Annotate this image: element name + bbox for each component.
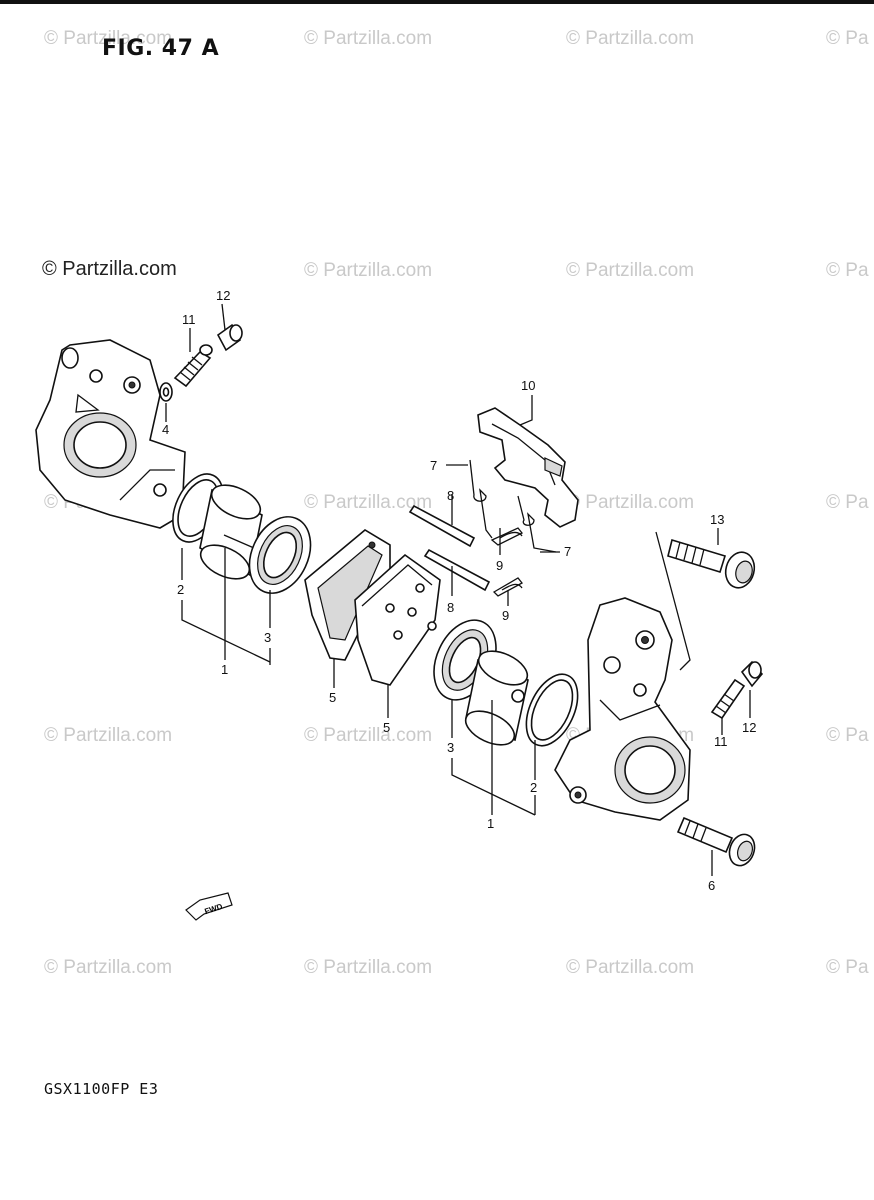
brake-pad-inner[interactable] [354, 553, 441, 686]
bleeder-cap-left[interactable] [216, 323, 243, 352]
watermark: © Partzilla.com [304, 957, 433, 978]
callout-8: 8 [447, 600, 454, 615]
figure-title: FIG. 47 A [102, 36, 220, 61]
callout-7: 7 [564, 544, 571, 559]
callout-11: 11 [714, 734, 728, 749]
callout-labels: 12 11 4 2 1 3 5 5 7 8 8 9 9 10 7 13 3 2 … [162, 288, 756, 893]
pad-spring-left[interactable] [469, 459, 493, 539]
watermark: © Partzilla.com [44, 28, 173, 49]
watermark: © Partzilla.com [304, 725, 433, 746]
callout-7: 7 [430, 458, 437, 473]
callout-12: 12 [216, 288, 230, 303]
pad-pin-lower[interactable] [423, 548, 491, 592]
piston-right[interactable] [461, 644, 533, 751]
mounting-bolt-upper[interactable] [667, 538, 758, 591]
bleeder-cap-right[interactable] [740, 660, 764, 688]
callout-9: 9 [496, 558, 503, 573]
pad-pin-clip-upper[interactable] [490, 527, 524, 546]
forward-arrow-icon: FWD [185, 892, 233, 921]
right-caliper-body[interactable] [554, 597, 691, 821]
callout-2: 2 [177, 582, 184, 597]
watermark: © Partzilla.com [44, 957, 173, 978]
model-code: GSX1100FP E3 [44, 1080, 159, 1098]
bleeder-screw-right[interactable] [710, 678, 746, 720]
watermark-partial: © Pa [826, 260, 869, 281]
callout-12: 12 [742, 720, 756, 735]
dust-seal-left[interactable] [238, 507, 323, 603]
top-border [0, 0, 874, 4]
piston-seal-right[interactable] [516, 666, 588, 753]
watermark: © Partzilla.com [304, 260, 433, 281]
callout-3: 3 [447, 740, 454, 755]
callout-5: 5 [329, 690, 336, 705]
callout-9: 9 [502, 608, 509, 623]
callout-1: 1 [221, 662, 228, 677]
callout-4: 4 [162, 422, 169, 437]
watermark: © Partzilla.com [566, 28, 695, 49]
watermark-partial: © Pa [826, 725, 869, 746]
copyright-notice: © Partzilla.com [42, 258, 177, 280]
watermark: © Partzilla.com [566, 260, 695, 281]
watermark: © Partzilla.com [304, 28, 433, 49]
watermark: © Partzilla.com [566, 957, 695, 978]
pad-spring-right[interactable] [517, 495, 557, 553]
callout-6: 6 [708, 878, 715, 893]
watermark: © Partzilla.com [566, 492, 695, 513]
pad-spring-plate[interactable] [477, 407, 579, 528]
watermark-partial: © Pa [826, 492, 869, 513]
callout-8: 8 [447, 488, 454, 503]
callout-11: 11 [182, 312, 196, 327]
callout-3: 3 [264, 630, 271, 645]
callout-2: 2 [530, 780, 537, 795]
watermark-partial: © Pa [826, 957, 869, 978]
pad-pin-upper[interactable] [408, 504, 476, 548]
dust-seal-right[interactable] [422, 610, 508, 710]
callout-13: 13 [710, 512, 724, 527]
callout-10: 10 [521, 378, 535, 393]
bleeder-screw-left[interactable] [173, 344, 213, 388]
watermark: © Partzilla.com [44, 725, 173, 746]
leader-lines [165, 303, 751, 876]
watermark: © Partzilla.com [304, 492, 433, 513]
callout-5: 5 [383, 720, 390, 735]
washer[interactable] [159, 382, 173, 402]
callout-1: 1 [487, 816, 494, 831]
mounting-bolt-lower[interactable] [676, 816, 759, 869]
pad-pin-clip-lower[interactable] [492, 577, 523, 597]
watermark-partial: © Pa [826, 28, 869, 49]
